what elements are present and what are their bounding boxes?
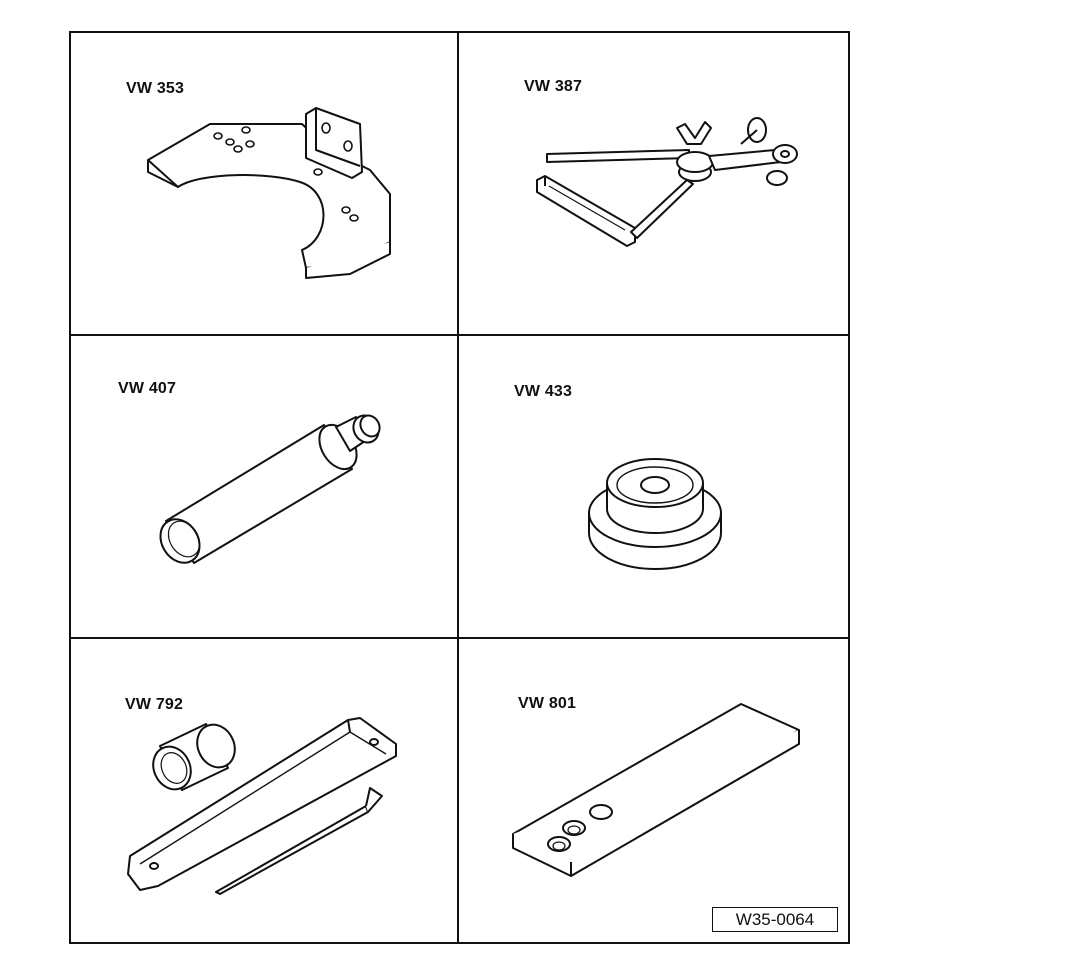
thrust-piece-icon (588, 458, 722, 570)
support-plate-icon (512, 703, 800, 877)
tool-label: VW 387 (524, 78, 583, 95)
mounting-bracket-icon (147, 107, 391, 279)
diagram-frame (69, 31, 850, 944)
tool-label: VW 407 (118, 380, 177, 397)
tool-label: VW 792 (125, 696, 184, 713)
row-divider-1 (69, 334, 850, 336)
bushing-puller-icon (127, 717, 397, 895)
tool-cell-vw353: VW 353 (70, 32, 458, 334)
tool-label: VW 801 (518, 695, 577, 712)
center-divider (457, 31, 459, 944)
tool-cell-vw433: VW 433 (459, 335, 849, 637)
figure-code: W35-0064 (712, 907, 838, 932)
drift-punch-icon (159, 414, 381, 564)
tool-cell-vw792: VW 792 (70, 638, 458, 942)
tool-cell-vw387: VW 387 (459, 32, 849, 334)
tool-label: VW 353 (126, 80, 185, 97)
tool-cell-vw407: VW 407 (70, 335, 458, 637)
dial-gauge-holder-icon (536, 117, 798, 247)
tool-label: VW 433 (514, 383, 573, 400)
row-divider-2 (69, 637, 850, 639)
tool-cell-vw801: VW 801 (459, 638, 849, 942)
